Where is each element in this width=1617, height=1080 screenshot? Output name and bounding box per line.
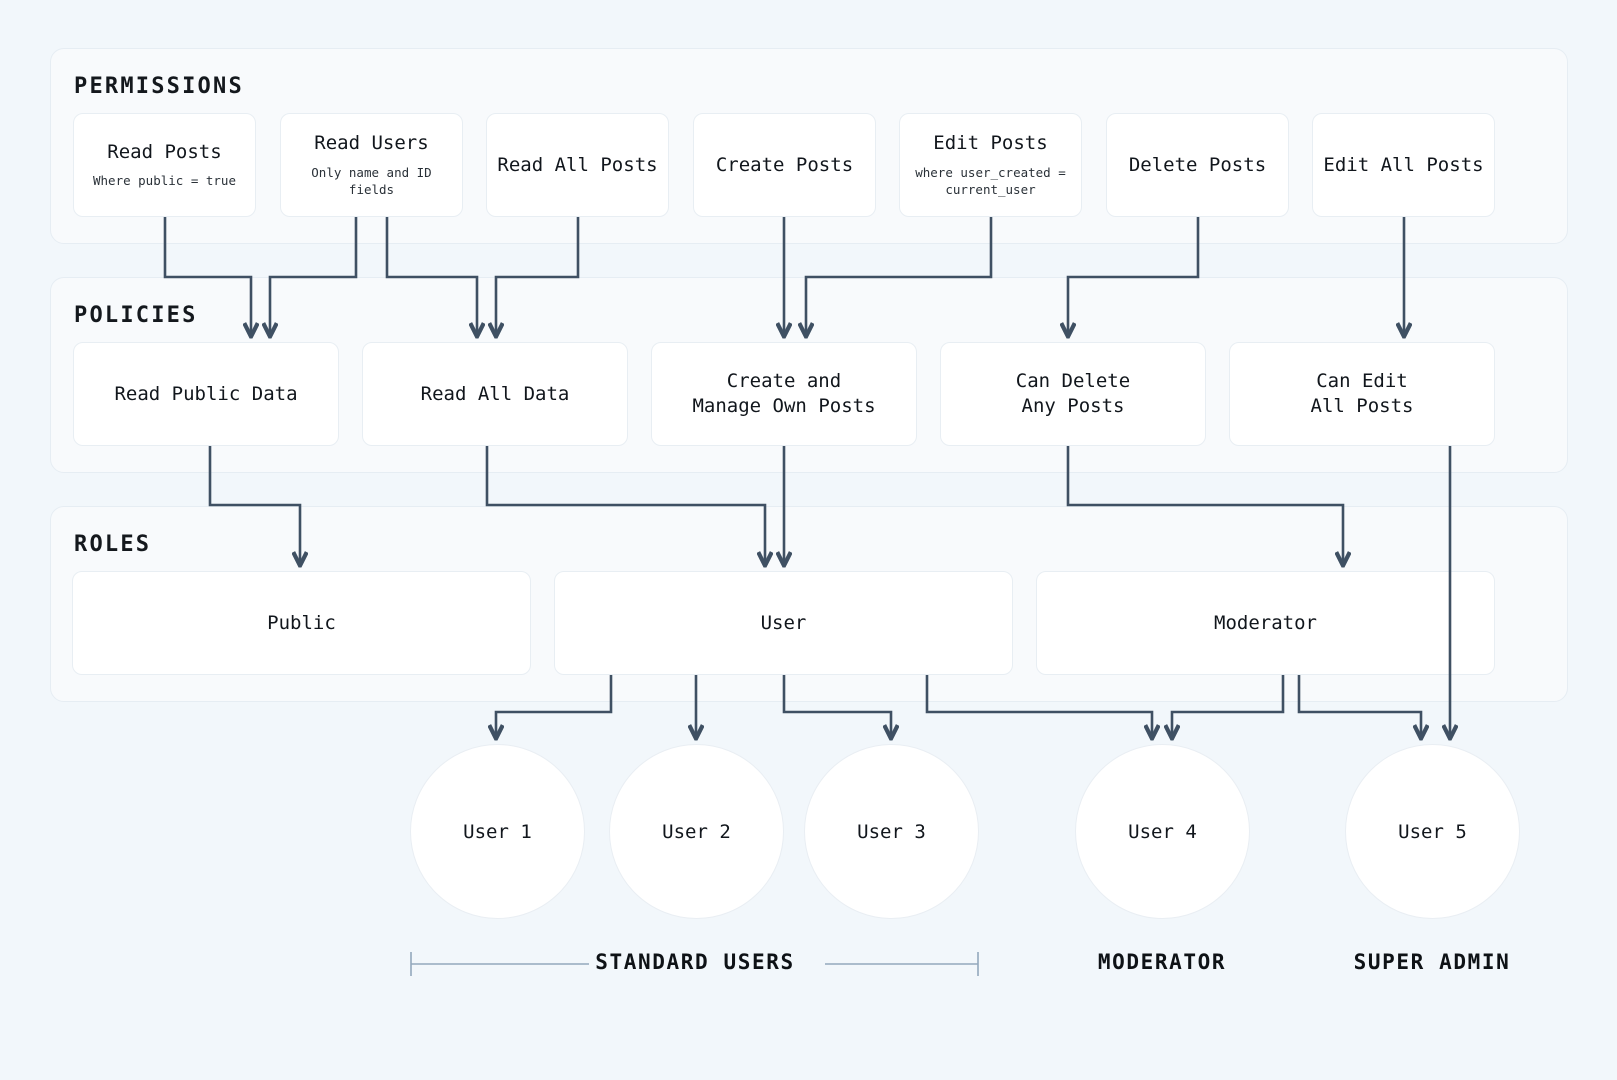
permission-subtitle: Where public = true (93, 173, 236, 189)
user-label: User 1 (463, 820, 532, 843)
permission-card-delete-posts[interactable]: Delete Posts (1106, 113, 1289, 217)
role-title: User (760, 611, 807, 634)
permission-title: Read Posts (107, 140, 222, 163)
policies-band-title: POLICIES (74, 303, 198, 328)
policy-card-read-public-data[interactable]: Read Public Data (73, 342, 339, 446)
permission-card-read-users[interactable]: Read Users Only name and ID fields (280, 113, 463, 217)
role-title: Public (267, 611, 336, 634)
role-card-public[interactable]: Public (72, 571, 531, 675)
permission-card-read-all-posts[interactable]: Read All Posts (486, 113, 669, 217)
user-avatar-user-5[interactable]: User 5 (1345, 744, 1520, 919)
permission-title: Read All Posts (497, 153, 658, 176)
role-title: Moderator (1214, 611, 1317, 634)
policy-title: Read Public Data (114, 382, 298, 405)
policy-card-create-manage-own[interactable]: Create and Manage Own Posts (651, 342, 917, 446)
permission-subtitle: Only name and ID fields (311, 164, 432, 197)
user-avatar-user-1[interactable]: User 1 (410, 744, 585, 919)
policy-title: Read All Data (420, 382, 570, 405)
permissions-band-title: PERMISSIONS (74, 74, 244, 99)
policy-card-can-edit-all[interactable]: Can Edit All Posts (1229, 342, 1495, 446)
permission-card-edit-all-posts[interactable]: Edit All Posts (1312, 113, 1495, 217)
permission-title: Read Users (314, 132, 429, 155)
role-card-user[interactable]: User (554, 571, 1013, 675)
user-avatar-user-4[interactable]: User 4 (1075, 744, 1250, 919)
group-label-super-admin: SUPER ADMIN (1353, 950, 1511, 974)
group-label-moderator: MODERATOR (1097, 950, 1227, 974)
permission-title: Create Posts (715, 153, 854, 176)
roles-band-title: ROLES (74, 532, 152, 557)
policy-card-can-delete-any[interactable]: Can Delete Any Posts (940, 342, 1206, 446)
user-avatar-user-3[interactable]: User 3 (804, 744, 979, 919)
user-label: User 4 (1128, 820, 1197, 843)
policy-title: Create and Manage Own Posts (692, 370, 876, 417)
policy-card-read-all-data[interactable]: Read All Data (362, 342, 628, 446)
policy-title: Can Delete Any Posts (1015, 370, 1131, 417)
permission-card-read-posts[interactable]: Read Posts Where public = true (73, 113, 256, 217)
permission-title: Delete Posts (1128, 153, 1267, 176)
role-card-moderator[interactable]: Moderator (1036, 571, 1495, 675)
user-label: User 5 (1398, 820, 1467, 843)
user-avatar-user-2[interactable]: User 2 (609, 744, 784, 919)
permission-title: Edit All Posts (1323, 153, 1484, 176)
group-label-standard-users: STANDARD USERS (595, 950, 795, 974)
policy-title: Can Edit All Posts (1310, 370, 1414, 417)
permission-card-create-posts[interactable]: Create Posts (693, 113, 876, 217)
permission-title: Edit Posts (933, 132, 1048, 155)
permission-subtitle: where user_created = current_user (915, 164, 1066, 197)
user-label: User 2 (662, 820, 731, 843)
permission-card-edit-posts[interactable]: Edit Posts where user_created = current_… (899, 113, 1082, 217)
user-label: User 3 (857, 820, 926, 843)
